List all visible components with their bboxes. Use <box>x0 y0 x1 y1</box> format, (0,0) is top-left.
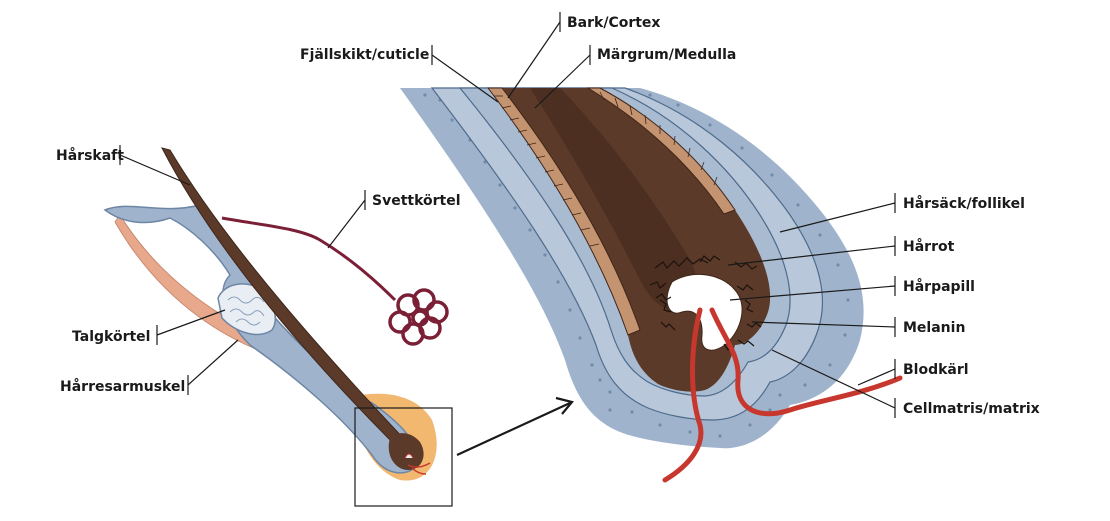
leader-harskaft <box>119 145 191 186</box>
gland-lobules <box>227 296 265 326</box>
sweat-gland-coil <box>388 288 449 346</box>
label-talgkortel: Talgkörtel <box>72 329 150 345</box>
follicle-cells-texture <box>423 93 850 442</box>
label-harsack-follikel: Hårsäck/follikel <box>903 195 1025 212</box>
small-hair-bulb <box>388 433 424 470</box>
zoom-arrow <box>456 396 574 456</box>
small-papilla <box>404 453 414 459</box>
leader-fjallskikt <box>431 45 499 103</box>
follicle-detail <box>400 87 903 483</box>
leader-lines <box>119 12 896 418</box>
leader-harresarmuskel <box>187 339 239 395</box>
label-margrum-medulla: Märgrum/Medulla <box>597 47 736 63</box>
overview-illustration <box>103 147 453 507</box>
medulla <box>530 88 698 313</box>
cortex-band <box>586 87 736 215</box>
sweat-gland-duct <box>221 216 397 302</box>
labels: Hårskaft Svettkörtel Talgkörtel Hårresar… <box>56 15 1040 417</box>
small-blood-vessels <box>407 462 431 475</box>
leader-talgkortel <box>156 309 226 345</box>
leader-svettkortel <box>327 190 366 249</box>
label-svettkortel: Svettkörtel <box>372 193 461 209</box>
zoom-box <box>354 407 453 507</box>
label-harresarmuskel: Hårresarmuskel <box>60 378 185 395</box>
leader-bark <box>507 12 561 99</box>
blood-vessel <box>662 307 903 483</box>
leader-cellmatris <box>771 349 896 418</box>
follicle-outer-wall <box>103 204 419 474</box>
leader-harpapill <box>729 276 896 301</box>
label-harpapill: Hårpapill <box>903 278 975 295</box>
label-harrot: Hårrot <box>903 238 955 255</box>
label-harskaft: Hårskaft <box>56 147 124 164</box>
cuticle-scales <box>494 91 718 247</box>
label-melanin: Melanin <box>903 320 965 336</box>
label-fjallskikt-cuticle: Fjällskikt/cuticle <box>300 47 429 63</box>
leader-harrot <box>727 236 896 266</box>
leader-melanin <box>751 317 896 337</box>
leader-blodkarl <box>857 359 896 386</box>
label-blodkarl: Blodkärl <box>903 362 969 378</box>
label-cellmatris-matrix: Cellmatris/matrix <box>903 401 1040 417</box>
label-bark-cortex: Bark/Cortex <box>567 15 660 31</box>
leader-harsack <box>779 193 896 233</box>
leader-margrum <box>534 45 591 109</box>
